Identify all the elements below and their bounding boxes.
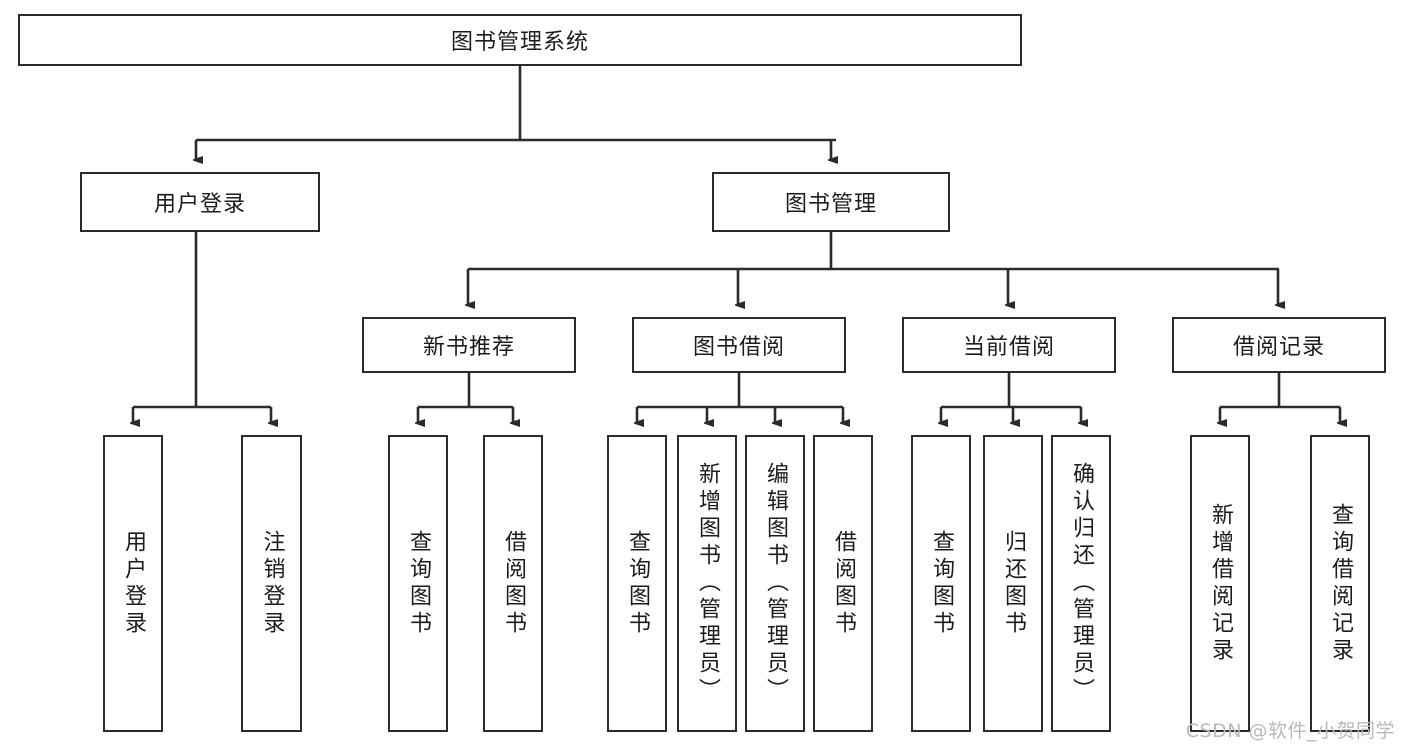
leaf-node-label: 确认归还（管理员） (1069, 462, 1094, 705)
node-root-label: 图书管理系统 (450, 30, 589, 55)
node-new-book-recommend-label: 新书推荐 (422, 335, 515, 360)
leaf-node[interactable]: 借阅图书 (483, 435, 543, 732)
node-current-borrow-label: 当前借阅 (962, 335, 1055, 360)
leaf-node[interactable]: 查询图书 (911, 435, 971, 732)
node-book-borrow-label: 图书借阅 (692, 335, 785, 360)
leaf-node[interactable]: 新增图书（管理员） (677, 435, 737, 732)
node-book-management[interactable]: 图书管理 (712, 172, 950, 232)
leaf-node[interactable]: 查询图书 (607, 435, 667, 732)
leaf-node-label: 借阅图书 (501, 529, 526, 638)
leaf-node[interactable]: 归还图书 (983, 435, 1043, 732)
leaf-node-label: 查询借阅记录 (1328, 502, 1353, 665)
leaf-node-label: 注销登录 (259, 529, 285, 638)
leaf-node[interactable]: 编辑图书（管理员） (745, 435, 805, 732)
leaf-node[interactable]: 注销登录 (241, 435, 302, 732)
leaf-node[interactable]: 新增借阅记录 (1190, 435, 1250, 732)
leaf-node[interactable]: 确认归还（管理员） (1051, 435, 1111, 732)
leaf-node-label: 查询图书 (625, 529, 650, 638)
leaf-node[interactable]: 用户登录 (103, 435, 163, 732)
node-user-login[interactable]: 用户登录 (80, 172, 320, 232)
node-root[interactable]: 图书管理系统 (18, 14, 1022, 66)
leaf-node-label: 用户登录 (121, 529, 146, 638)
leaf-node-label: 查询图书 (929, 529, 954, 638)
leaf-node-label: 新增借阅记录 (1208, 502, 1233, 665)
leaf-node-label: 编辑图书（管理员） (763, 462, 788, 705)
leaf-node-label: 借阅图书 (831, 529, 856, 638)
leaf-node-label: 归还图书 (1001, 529, 1026, 638)
node-book-borrow[interactable]: 图书借阅 (632, 317, 846, 373)
watermark-text: CSDN @软件_小贺同学 (1185, 720, 1395, 742)
node-borrow-records[interactable]: 借阅记录 (1172, 317, 1386, 373)
leaf-node-label: 新增图书（管理员） (695, 462, 720, 705)
node-new-book-recommend[interactable]: 新书推荐 (362, 317, 576, 373)
leaf-node[interactable]: 查询图书 (388, 435, 448, 732)
node-book-management-label: 图书管理 (784, 192, 877, 217)
node-borrow-records-label: 借阅记录 (1232, 335, 1325, 360)
leaf-node[interactable]: 查询借阅记录 (1310, 435, 1370, 732)
node-user-login-label: 用户登录 (153, 192, 246, 217)
leaf-node-label: 查询图书 (406, 529, 431, 638)
node-current-borrow[interactable]: 当前借阅 (902, 317, 1116, 373)
leaf-node[interactable]: 借阅图书 (813, 435, 873, 732)
